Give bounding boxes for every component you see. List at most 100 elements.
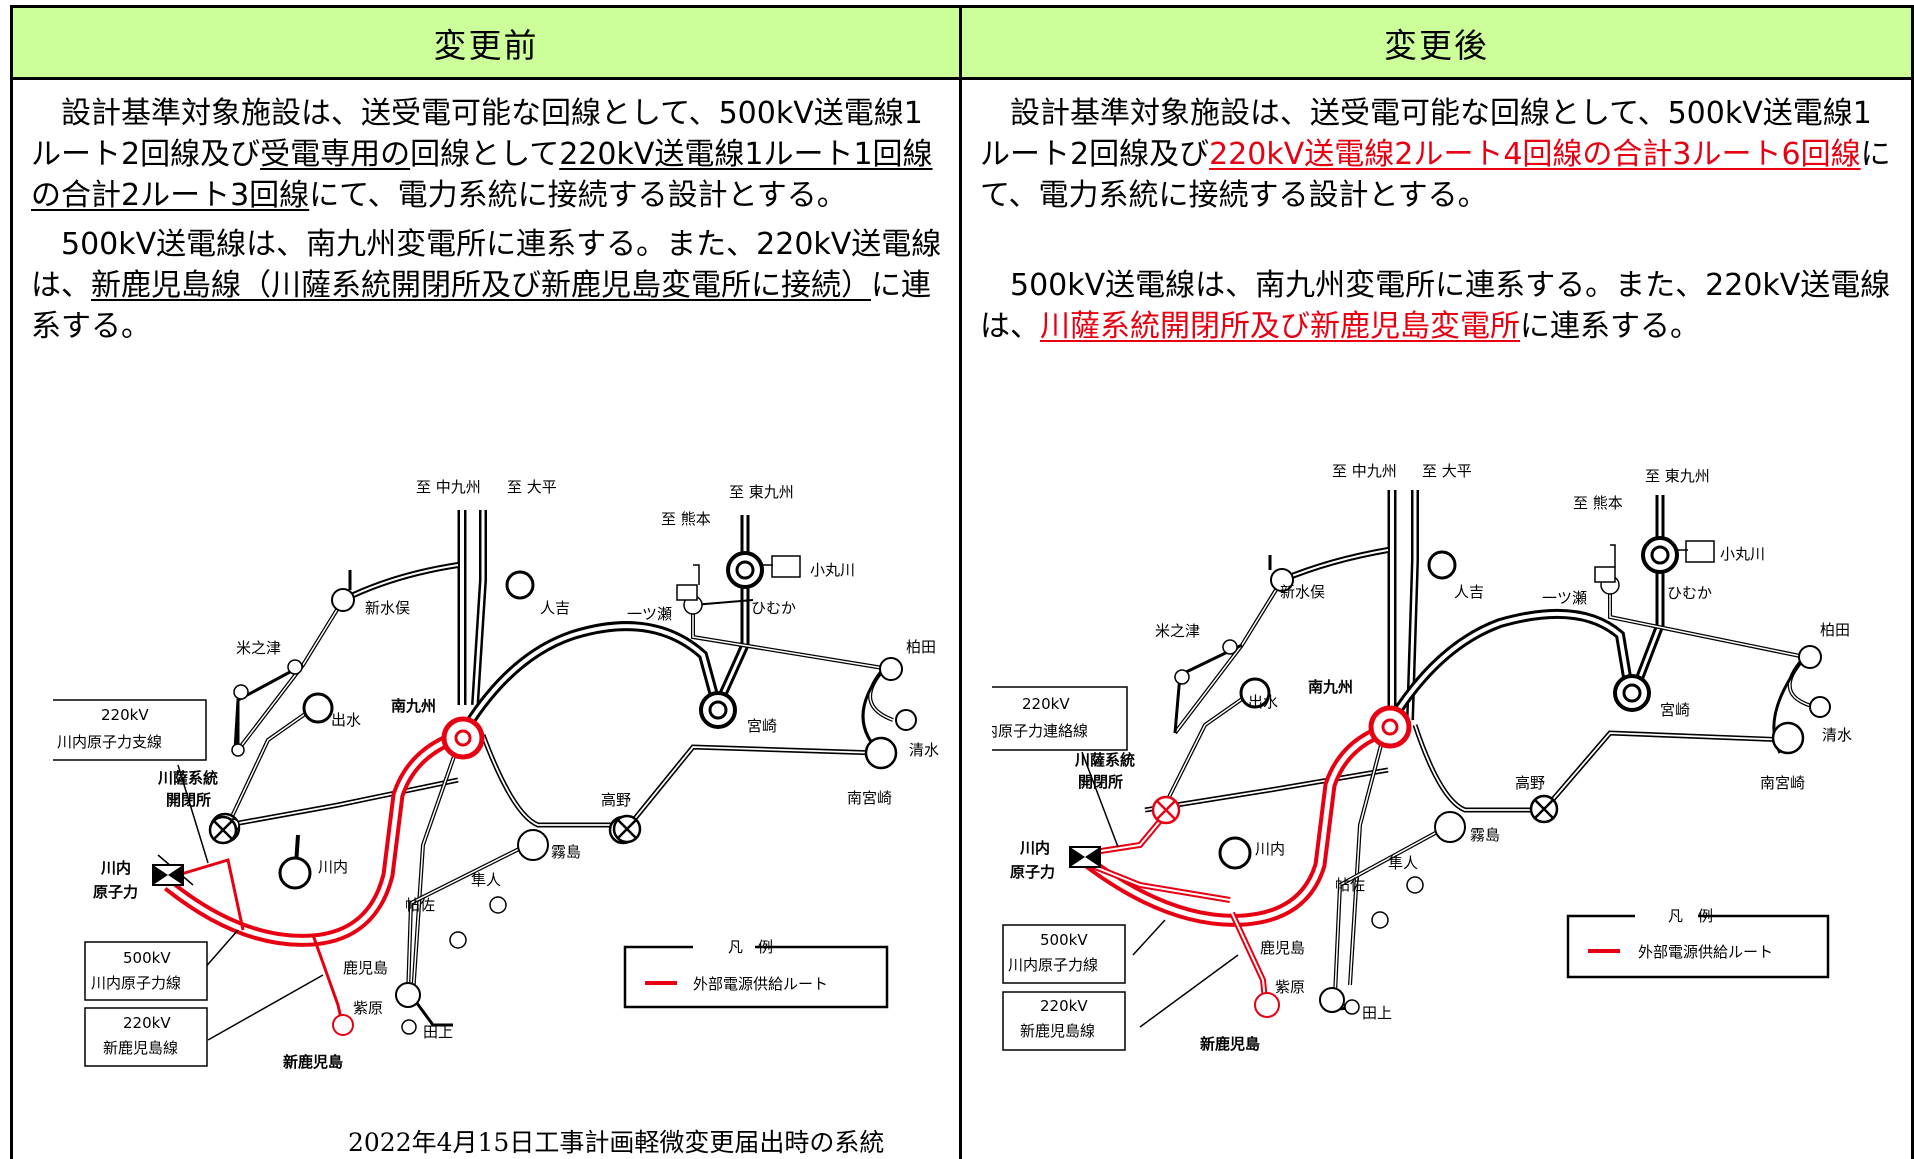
legend-item: 外部電源供給ルート	[693, 975, 828, 993]
after-label-shibahara: 紫原	[1275, 978, 1305, 996]
after-label-hayato: 隼人	[1388, 854, 1418, 872]
box-link-line-1: 220kV	[1022, 695, 1070, 713]
after-label-himuka: ひむか	[1667, 584, 1712, 602]
label-shinkagoshima: 新鹿児島	[283, 1053, 343, 1071]
before-column: 変更前 設計基準対象施設は、送受電可能な回線として、500kV送電線1ルート2回…	[10, 5, 962, 1159]
label-shibahara: 紫原	[353, 999, 383, 1017]
label-komarugawa: 小丸川	[810, 561, 855, 579]
after-label-sensatsu-2: 開閉所	[1078, 773, 1123, 791]
after-label-higashi-kyushu: 至 東九州	[1645, 467, 1710, 485]
after-label-kumamoto: 至 熊本	[1573, 494, 1623, 512]
after-label-plant-1: 川内	[1019, 839, 1050, 857]
after-label-izumi: 出水	[1248, 693, 1278, 711]
after-box-shinkagoshima-2: 新鹿児島線	[1020, 1022, 1095, 1040]
box-shinkagoshima-1: 220kV	[123, 1014, 171, 1032]
label-takano: 高野	[601, 791, 631, 809]
before-text: 設計基準対象施設は、送受電可能な回線として、500kV送電線1ルート2回線及び受…	[31, 93, 949, 347]
label-naka-kyushu: 至 中九州	[416, 478, 481, 496]
box-branch-line-1: 220kV	[101, 706, 149, 724]
after-box-shinkagoshima-1: 220kV	[1040, 997, 1088, 1015]
before-p1-underline-d: 220kV送電線1ルート1回線の合計2ルート3回線	[31, 137, 933, 213]
label-hitoyoshi: 人吉	[540, 599, 570, 617]
after-p2-text-a: 500kV送電線は、南九州変電所に連系する。また、220kV送電線は、	[980, 268, 1891, 344]
label-higashi-kyushu: 至 東九州	[729, 483, 794, 501]
before-header: 変更前	[13, 5, 959, 80]
after-label-miyazaki: 宮崎	[1660, 701, 1690, 719]
after-p2-changed-b: 川薩系統開閉所及び新鹿児島変電所	[1040, 309, 1520, 344]
after-label-komarugawa: 小丸川	[1720, 545, 1765, 563]
label-hitotsuse: 一ツ瀬	[627, 605, 672, 623]
label-plant-1: 川内	[100, 859, 131, 877]
before-p2-underline-b: 新鹿児島線（川薩系統開閉所及び新鹿児島変電所に接続）	[91, 268, 871, 303]
before-p2-text-a: 500kV送電線は、南九州変電所に連系する。また、220kV送電線は、	[31, 227, 942, 303]
label-hayato: 隼人	[471, 871, 501, 889]
after-p1-text-c: にて、電力系統に接続する設計とする。	[980, 137, 1891, 213]
legend-title: 凡 例	[728, 938, 773, 956]
label-miyazaki: 宮崎	[747, 717, 777, 735]
after-p1-text-a: 設計基準対象施設は、送受電可能な回線として、500kV送電線1ルート2回線及び	[980, 96, 1872, 172]
before-grid-map: 至 中九州 至 大平 至 東九州 至 熊本 小丸川 ひむか 一ツ瀬 人吉 新水俣…	[53, 478, 939, 1071]
after-label-minamikyushu: 南九州	[1308, 678, 1353, 696]
after-label-sensatsu-1: 川薩系統	[1074, 751, 1135, 769]
label-izumi: 出水	[331, 711, 361, 729]
after-label-kirishima: 霧島	[1470, 826, 1500, 844]
box-branch-line-2: 川内原子力支線	[57, 733, 162, 751]
after-label-plant-2: 原子力	[1010, 863, 1055, 881]
before-p2-text-c: に連系する。	[31, 268, 931, 344]
after-label-shimizu: 清水	[1822, 726, 1852, 744]
after-box-500kv-1: 500kV	[1040, 931, 1088, 949]
before-p1-text-c: 回線として	[410, 137, 560, 172]
after-label-minamimiyazaki: 南宮崎	[1760, 774, 1805, 792]
label-sensatsu-2: 開閉所	[166, 791, 211, 809]
after-label-takano: 高野	[1515, 774, 1545, 792]
after-paragraph-1: 設計基準対象施設は、送受電可能な回線として、500kV送電線1ルート2回線及び2…	[980, 93, 1901, 216]
after-label-kagoshima: 鹿児島	[1260, 939, 1305, 957]
label-shinmizumata: 新水俣	[365, 599, 410, 617]
label-kagoshima: 鹿児島	[343, 959, 388, 977]
after-column: 変更後 設計基準対象施設は、送受電可能な回線として、500kV送電線1ルート2回…	[962, 5, 1914, 1159]
box-link-line-2: 川内原子力連絡線	[992, 722, 1088, 740]
before-paragraph-1: 設計基準対象施設は、送受電可能な回線として、500kV送電線1ルート2回線及び受…	[31, 93, 949, 216]
before-p1-text-e: にて、電力系統に接続する設計とする。	[309, 178, 847, 213]
after-label-sendai: 川内	[1255, 840, 1285, 858]
after-text: 設計基準対象施設は、送受電可能な回線として、500kV送電線1ルート2回線及び2…	[980, 93, 1901, 347]
before-paragraph-2: 500kV送電線は、南九州変電所に連系する。また、220kV送電線は、新鹿児島線…	[31, 224, 949, 347]
label-yonenotsu: 米之津	[236, 639, 281, 657]
after-legend-title: 凡 例	[1668, 907, 1713, 925]
after-label-kashiwada: 柏田	[1820, 621, 1850, 639]
after-label-hitotsuse: 一ツ瀬	[1542, 589, 1587, 607]
after-p2-text-c: に連系する。	[1520, 309, 1700, 344]
box-500kv-2: 川内原子力線	[91, 974, 181, 992]
label-sendai: 川内	[318, 858, 348, 876]
label-chosa: 帖佐	[405, 896, 435, 914]
label-ohira: 至 大平	[507, 478, 557, 496]
after-p1-changed-b: 220kV送電線2ルート4回線の合計3ルート6回線	[1209, 137, 1861, 172]
before-caption: 2022年4月15日工事計画軽微変更届出時の系統	[348, 1128, 885, 1157]
after-legend-item: 外部電源供給ルート	[1638, 943, 1773, 961]
label-sensatsu-1: 川薩系統	[157, 769, 218, 787]
label-kumamoto: 至 熊本	[661, 510, 711, 528]
label-shimizu: 清水	[909, 741, 939, 759]
before-p1-underline-b: 受電専用の	[260, 137, 411, 172]
after-grid-map: 至 中九州 至 大平 至 東九州 至 熊本 小丸川 ひむか 一ツ瀬 人吉 新水俣…	[992, 462, 1852, 1053]
label-kirishima: 霧島	[551, 843, 581, 861]
label-himuka: ひむか	[751, 599, 796, 617]
after-label-hitoyoshi: 人吉	[1454, 583, 1484, 601]
after-paragraph-2: 500kV送電線は、南九州変電所に連系する。また、220kV送電線は、川薩系統開…	[980, 265, 1901, 347]
after-label-yonenotsu: 米之津	[1155, 622, 1200, 640]
box-shinkagoshima-2: 新鹿児島線	[103, 1039, 178, 1057]
after-header: 変更後	[962, 5, 1911, 80]
after-label-shinmizumata: 新水俣	[1280, 583, 1325, 601]
after-label-shinkagoshima: 新鹿児島	[1200, 1035, 1260, 1053]
box-500kv-1: 500kV	[123, 949, 171, 967]
after-label-naka-kyushu: 至 中九州	[1332, 462, 1397, 480]
before-p1-text-a: 設計基準対象施設は、送受電可能な回線として、500kV送電線1ルート2回線及び	[31, 96, 923, 172]
label-minamikyushu: 南九州	[391, 697, 436, 715]
label-kashiwada: 柏田	[906, 638, 936, 656]
label-minamimiyazaki: 南宮崎	[847, 789, 892, 807]
label-plant-2: 原子力	[93, 883, 138, 901]
after-label-ohira: 至 大平	[1422, 462, 1472, 480]
after-label-tagami: 田上	[1362, 1004, 1392, 1022]
label-tagami: 田上	[423, 1023, 453, 1041]
after-box-500kv-2: 川内原子力線	[1008, 956, 1098, 974]
